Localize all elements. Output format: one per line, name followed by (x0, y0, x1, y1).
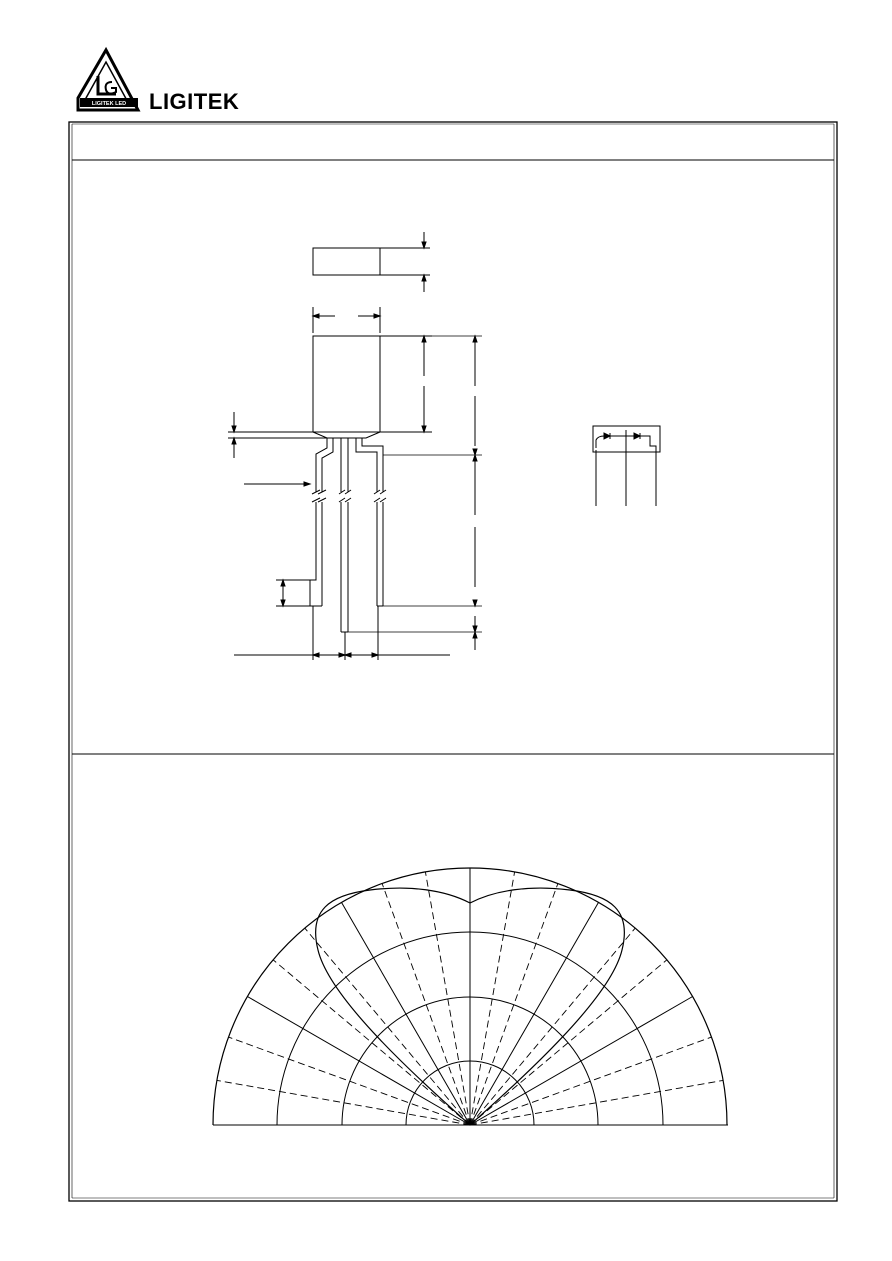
brand-name: LIGITEK (149, 89, 240, 114)
top-view-body (312, 247, 381, 276)
outer-border (68, 121, 838, 1202)
page-header: LIGITEK LED LIGITEK (76, 46, 376, 116)
logo-text: LIGITEK LED (92, 101, 126, 107)
ligitek-logo-icon: LIGITEK LED (76, 46, 141, 112)
schematic-symbol (592, 425, 661, 506)
package-outline-drawing (228, 232, 482, 660)
radiation-pattern (212, 867, 728, 1126)
